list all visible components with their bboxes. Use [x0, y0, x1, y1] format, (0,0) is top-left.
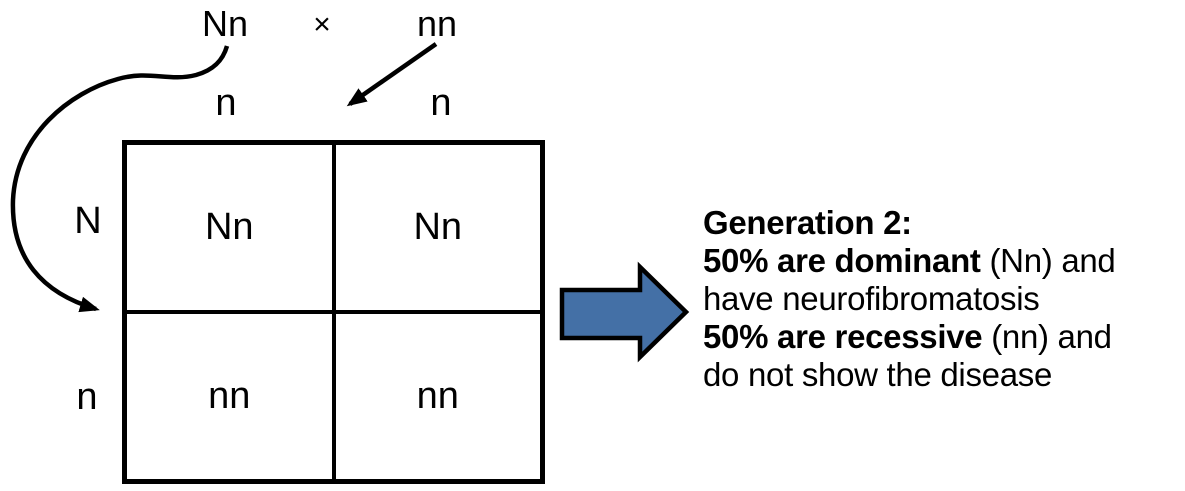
punnett-cell: Nn [127, 145, 334, 312]
caption-line-4: 50% are recessive (nn) and [703, 318, 1112, 355]
parent1-genotype-label: Nn [201, 3, 249, 44]
punnett-grid: Nn Nn nn nn [122, 140, 545, 484]
generation-2-caption: Generation 2: 50% are dominant (Nn) and … [703, 204, 1185, 394]
caption-line-1: Generation 2: [703, 204, 912, 241]
col-header-gamete-2: n [430, 82, 452, 124]
row-header-gamete-1: N [74, 200, 102, 242]
row-header-gamete-2: n [76, 376, 98, 418]
caption-line-3: have neurofibromatosis [703, 280, 1040, 317]
caption-line-5: do not show the disease [703, 356, 1053, 393]
diagonal-arrow-icon [346, 42, 438, 107]
block-arrow-icon [559, 261, 690, 363]
caption-line-2: 50% are dominant (Nn) and [703, 242, 1116, 279]
cross-symbol: × [313, 8, 331, 41]
parent2-genotype-label: nn [416, 3, 458, 44]
punnett-cell: nn [333, 312, 540, 479]
punnett-cell: nn [127, 312, 334, 479]
punnett-cell: Nn [333, 145, 540, 312]
col-header-gamete-1: n [215, 82, 237, 124]
